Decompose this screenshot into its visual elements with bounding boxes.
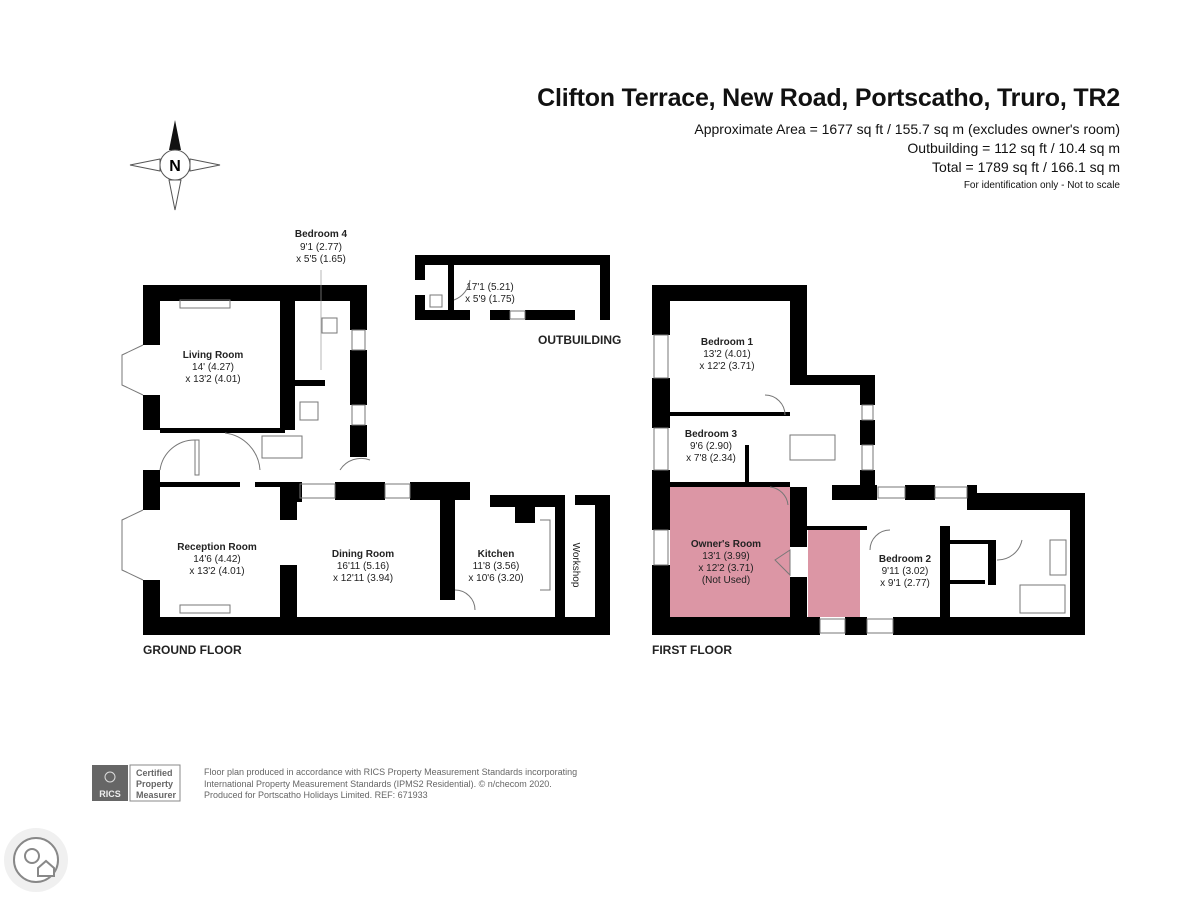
svg-text:16'11 (5.16): 16'11 (5.16) xyxy=(337,561,389,572)
room-living-room: Living Room 14' (4.27) x 13'2 (4.01) xyxy=(183,350,244,385)
svg-text:x 10'6 (3.20): x 10'6 (3.20) xyxy=(468,573,523,584)
outbuilding-walls xyxy=(415,255,610,320)
svg-text:Bedroom 4: Bedroom 4 xyxy=(295,229,348,240)
outbuilding-room: 17'1 (5.21) x 5'9 (1.75) xyxy=(465,282,515,305)
svg-text:x 13'2 (4.01): x 13'2 (4.01) xyxy=(185,374,240,385)
room-bedroom-3: Bedroom 3 9'6 (2.90) x 7'8 (2.34) xyxy=(685,429,738,464)
room-kitchen: Kitchen 11'8 (3.56) x 10'6 (3.20) xyxy=(468,549,523,584)
ground-floor-walls xyxy=(143,285,610,635)
room-bedroom-4: Bedroom 4 9'1 (2.77) x 5'5 (1.65) xyxy=(295,229,348,370)
svg-text:x 12'11 (3.94): x 12'11 (3.94) xyxy=(333,573,393,584)
location-home-logo-icon xyxy=(4,828,68,892)
svg-text:17'1 (5.21): 17'1 (5.21) xyxy=(466,282,514,293)
room-reception-room: Reception Room 14'6 (4.42) x 13'2 (4.01) xyxy=(177,542,257,577)
svg-text:Kitchen: Kitchen xyxy=(478,549,515,560)
first-floor-label: FIRST FLOOR xyxy=(652,643,732,657)
svg-text:9'6 (2.90): 9'6 (2.90) xyxy=(690,441,732,452)
first-floor-fixtures xyxy=(653,334,1067,634)
room-owners-room: Owner's Room 13'1 (3.99) x 12'2 (3.71) (… xyxy=(691,539,761,586)
svg-text:14' (4.27): 14' (4.27) xyxy=(192,362,234,373)
room-bedroom-1: Bedroom 1 13'2 (4.01) x 12'2 (3.71) xyxy=(699,337,754,372)
svg-text:Reception Room: Reception Room xyxy=(177,542,257,553)
svg-text:Property: Property xyxy=(136,779,173,789)
ground-floor-windows xyxy=(121,299,551,614)
room-bedroom-2: Bedroom 2 9'11 (3.02) x 9'1 (2.77) xyxy=(879,554,932,589)
svg-text:Dining Room: Dining Room xyxy=(332,549,394,560)
footer-line: Floor plan produced in accordance with R… xyxy=(204,767,578,777)
outbuilding-label: OUTBUILDING xyxy=(538,333,621,347)
rics-badge: RICS Certified Property Measurer xyxy=(92,764,181,802)
compass-icon: N xyxy=(129,120,221,211)
room-dining-room: Dining Room 16'11 (5.16) x 12'11 (3.94) xyxy=(332,549,394,584)
svg-text:x 5'5 (1.65): x 5'5 (1.65) xyxy=(296,254,346,265)
svg-text:Living Room: Living Room xyxy=(183,350,244,361)
svg-text:Bedroom 2: Bedroom 2 xyxy=(879,554,932,565)
ground-floor-label: GROUND FLOOR xyxy=(143,643,242,657)
property-title: Clifton Terrace, New Road, Portscatho, T… xyxy=(537,84,1120,112)
svg-text:RICS: RICS xyxy=(99,789,121,799)
approximate-area: Approximate Area = 1677 sq ft / 155.7 sq… xyxy=(694,121,1120,137)
svg-text:Owner's Room: Owner's Room xyxy=(691,539,761,550)
room-workshop: Workshop xyxy=(570,543,581,588)
svg-text:x 9'1 (2.77): x 9'1 (2.77) xyxy=(880,578,930,589)
svg-text:13'1 (3.99): 13'1 (3.99) xyxy=(702,551,750,562)
footer-credits: Floor plan produced in accordance with R… xyxy=(204,767,577,802)
svg-text:14'6 (4.42): 14'6 (4.42) xyxy=(193,554,241,565)
owners-room-fill xyxy=(670,487,860,617)
svg-text:Measurer: Measurer xyxy=(136,790,177,800)
svg-text:x 12'2 (3.71): x 12'2 (3.71) xyxy=(699,361,754,372)
svg-text:Bedroom 3: Bedroom 3 xyxy=(685,429,738,440)
svg-text:11'8 (3.56): 11'8 (3.56) xyxy=(473,561,520,572)
svg-text:Certified: Certified xyxy=(136,768,173,778)
scale-note: For identification only - Not to scale xyxy=(963,180,1120,191)
outbuilding-fixtures xyxy=(429,279,526,320)
first-floor-walls xyxy=(652,285,1085,635)
svg-text:x 7'8 (2.34): x 7'8 (2.34) xyxy=(686,453,736,464)
svg-text:x 12'2 (3.71): x 12'2 (3.71) xyxy=(698,563,753,574)
outbuilding-area: Outbuilding = 112 sq ft / 10.4 sq m xyxy=(907,140,1120,156)
svg-text:x 5'9 (1.75): x 5'9 (1.75) xyxy=(465,294,515,305)
total-area: Total = 1789 sq ft / 166.1 sq m xyxy=(932,159,1120,175)
svg-text:Bedroom 1: Bedroom 1 xyxy=(701,337,754,348)
svg-text:13'2 (4.01): 13'2 (4.01) xyxy=(703,349,751,360)
svg-text:(Not Used): (Not Used) xyxy=(702,575,750,586)
svg-text:x 13'2 (4.01): x 13'2 (4.01) xyxy=(189,566,244,577)
svg-text:9'1 (2.77): 9'1 (2.77) xyxy=(300,242,342,253)
footer-line: Produced for Portscatho Holidays Limited… xyxy=(204,790,428,800)
footer-line: International Property Measurement Stand… xyxy=(204,778,552,789)
svg-text:9'11 (3.02): 9'11 (3.02) xyxy=(882,566,929,577)
compass-north-label: N xyxy=(169,158,181,175)
